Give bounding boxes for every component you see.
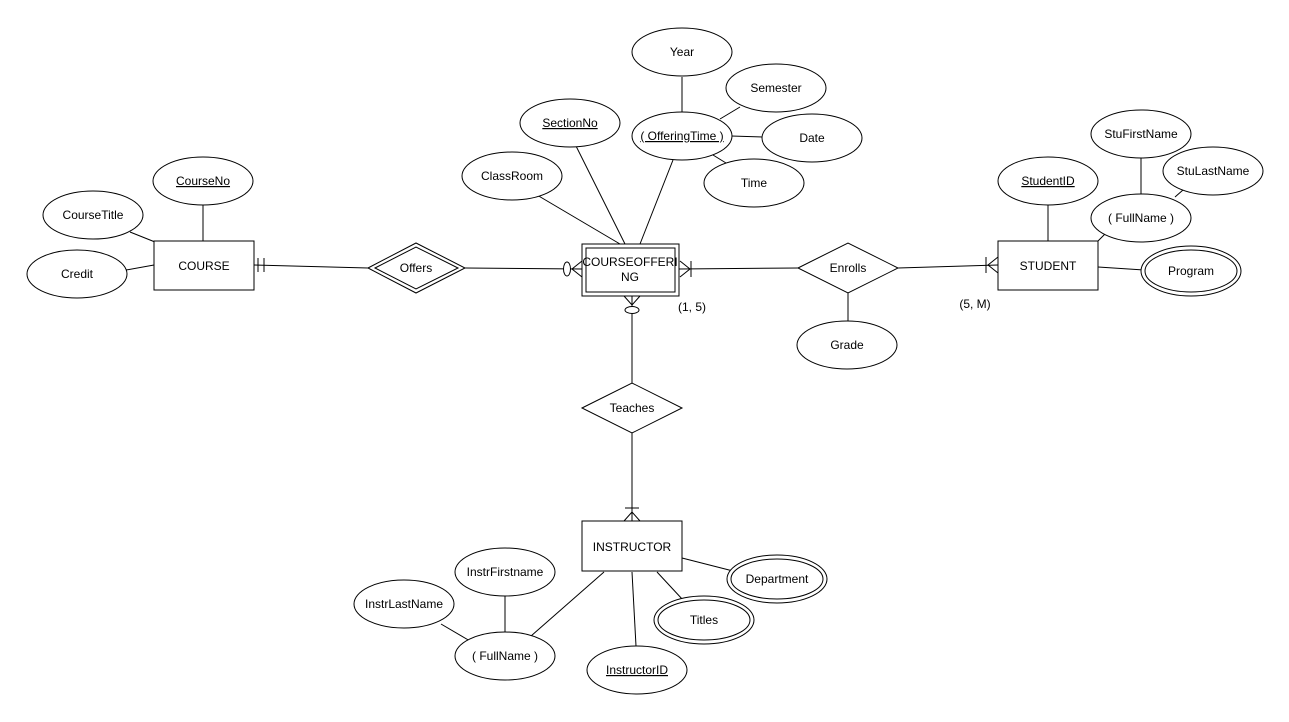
attribute-coursetitle[interactable]: CourseTitle (42, 190, 144, 240)
line-offers-offering (464, 267, 583, 270)
attribute-year-label: Year (670, 45, 694, 59)
attribute-instructorid-label: InstructorID (606, 663, 668, 677)
attribute-stufirstname-label: StuFirstName (1104, 127, 1178, 141)
crows-foot (571, 260, 583, 278)
attribute-time[interactable]: Time (703, 158, 805, 208)
attribute-date-label: Date (799, 131, 825, 145)
attribute-offeringtime-label: ( OfferingTime ) (640, 129, 723, 143)
line-credit (125, 264, 155, 271)
line-program (1097, 266, 1145, 271)
line-coursetitle (129, 231, 156, 243)
attribute-year[interactable]: Year (631, 27, 733, 77)
attribute-instructorid[interactable]: InstructorID (586, 645, 688, 695)
attribute-program[interactable]: Program (1140, 245, 1242, 297)
optional-circle (563, 261, 571, 277)
entity-instructor[interactable]: INSTRUCTOR (581, 520, 683, 572)
line-semester (719, 106, 741, 120)
line-instructorid (631, 571, 637, 647)
line-titles (656, 571, 684, 601)
attribute-sectionno[interactable]: SectionNo (519, 98, 621, 148)
entity-student[interactable]: STUDENT (997, 240, 1099, 291)
optional-circle (624, 306, 640, 314)
attribute-semester[interactable]: Semester (725, 63, 827, 113)
attribute-classroom[interactable]: ClassRoom (461, 151, 563, 201)
line-instr-fullname (530, 571, 605, 637)
cardinality-label-student: (5, M) (959, 297, 990, 311)
attribute-grade[interactable]: Grade (796, 320, 898, 370)
crows-foot (987, 256, 999, 274)
entity-student-label: STUDENT (1020, 259, 1077, 273)
attribute-offeringtime[interactable]: ( OfferingTime ) (631, 111, 733, 161)
attribute-stu-fullname-label: ( FullName ) (1108, 211, 1174, 225)
relationship-offers-label: Offers (400, 261, 432, 275)
line-date (730, 135, 764, 138)
crows-foot (623, 511, 641, 522)
entity-courseoffering[interactable]: COURSEOFFERI NG (581, 243, 680, 297)
attribute-time-label: Time (741, 176, 768, 190)
entity-course-label: COURSE (178, 259, 229, 273)
line-stulastname (1174, 189, 1184, 198)
entity-course[interactable]: COURSE (153, 240, 255, 291)
attribute-titles[interactable]: Titles (653, 595, 755, 645)
line-classroom (536, 194, 621, 245)
crows-foot (679, 260, 691, 278)
attribute-stufirstname[interactable]: StuFirstName (1090, 109, 1192, 159)
attribute-stu-fullname[interactable]: ( FullName ) (1090, 193, 1192, 243)
attribute-stulastname-label: StuLastName (1177, 164, 1250, 178)
attribute-studentid[interactable]: StudentID (997, 156, 1099, 206)
relationship-enrolls-label: Enrolls (830, 261, 867, 275)
entity-courseoffering-label-line1: COURSEOFFERI (582, 255, 677, 269)
relationship-enrolls[interactable]: Enrolls (796, 242, 900, 294)
attribute-credit-label: Credit (61, 267, 94, 281)
attribute-courseno-label: CourseNo (176, 174, 230, 188)
crows-foot (623, 295, 641, 306)
attribute-coursetitle-label: CourseTitle (63, 208, 124, 222)
attribute-credit[interactable]: Credit (26, 249, 128, 299)
line-sectionno (575, 145, 626, 245)
attribute-instrfirstname-label: InstrFirstname (467, 565, 544, 579)
attribute-department[interactable]: Department (726, 554, 828, 604)
attribute-sectionno-label: SectionNo (542, 116, 598, 130)
attribute-semester-label: Semester (750, 81, 801, 95)
attribute-instr-fullname-label: ( FullName ) (472, 649, 538, 663)
line-offeringtime (639, 159, 674, 245)
line-course-offers (253, 264, 369, 269)
relationship-teaches[interactable]: Teaches (580, 382, 684, 434)
line-time (712, 154, 727, 164)
attribute-date[interactable]: Date (761, 113, 863, 163)
line-enrolls-student (897, 264, 999, 269)
relationship-offers[interactable]: Offers (366, 242, 467, 294)
attribute-titles-label: Titles (690, 613, 718, 627)
connector-lines (125, 77, 1184, 647)
attribute-instrfirstname[interactable]: InstrFirstname (454, 547, 556, 597)
line-instrlastname (440, 623, 471, 642)
cardinality-markers (257, 256, 999, 522)
line-offering-enrolls (678, 267, 800, 270)
entity-courseoffering-label-line2: NG (621, 270, 639, 284)
relationship-teaches-label: Teaches (610, 401, 655, 415)
attribute-instrlastname[interactable]: InstrLastName (353, 579, 455, 629)
attribute-instr-fullname[interactable]: ( FullName ) (454, 631, 556, 681)
attribute-grade-label: Grade (830, 338, 864, 352)
entity-instructor-label: INSTRUCTOR (593, 540, 672, 554)
attribute-program-label: Program (1168, 264, 1214, 278)
attribute-studentid-label: StudentID (1021, 174, 1075, 188)
attribute-department-label: Department (746, 572, 809, 586)
attribute-classroom-label: ClassRoom (481, 169, 543, 183)
attribute-instrlastname-label: InstrLastName (365, 597, 443, 611)
line-department (681, 557, 734, 572)
attribute-courseno[interactable]: CourseNo (152, 156, 254, 206)
cardinality-label-offering: (1, 5) (678, 300, 706, 314)
attribute-stulastname[interactable]: StuLastName (1162, 146, 1264, 196)
